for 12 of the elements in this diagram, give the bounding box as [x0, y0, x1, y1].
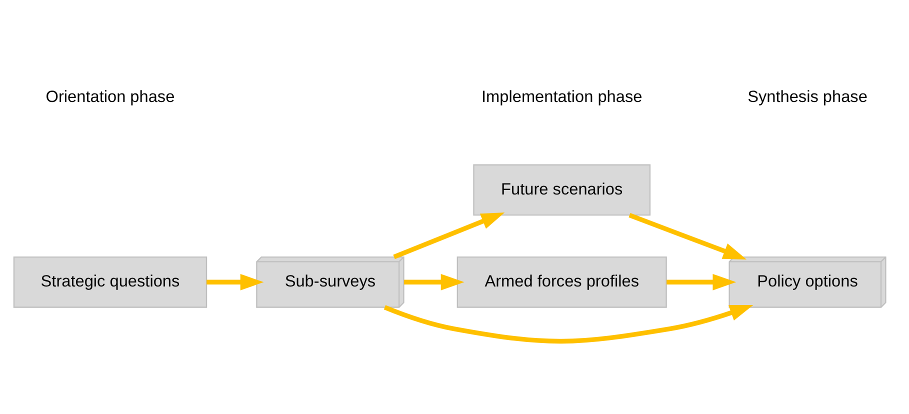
arrow: [206, 274, 264, 290]
label: Implementation phase: [482, 88, 642, 106]
arrow: [666, 274, 736, 290]
arrow: [384, 304, 754, 344]
node-box: Armed forces profiles: [456, 256, 667, 308]
node-box: Future scenarios: [473, 164, 651, 216]
arrow: [404, 274, 464, 290]
label: Orientation phase: [46, 88, 175, 106]
arrow: [393, 212, 505, 260]
label: Synthesis phase: [748, 88, 868, 106]
node-box: Strategic questions: [13, 256, 208, 308]
arrow: [628, 212, 747, 260]
